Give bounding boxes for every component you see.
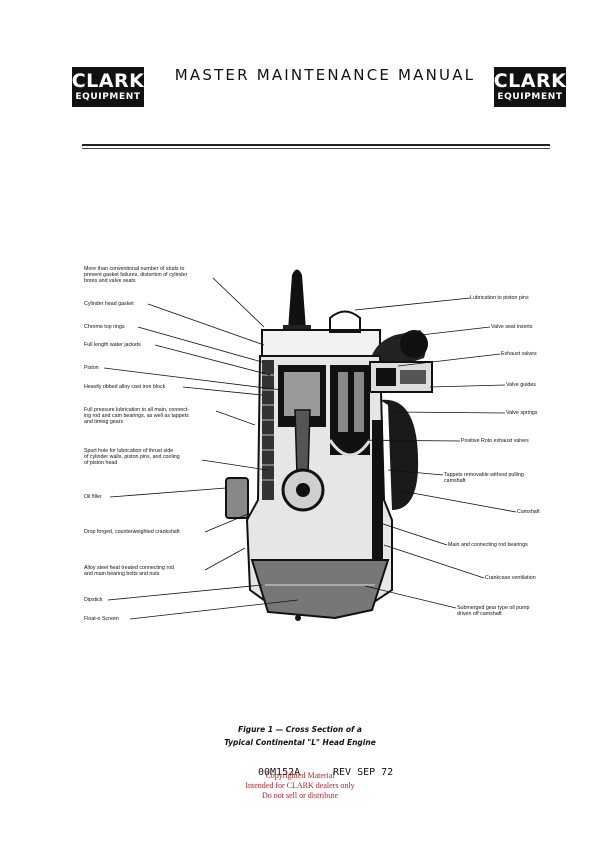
label-studs: More than conventional number of studs t… bbox=[84, 266, 188, 285]
engine-illustration bbox=[225, 269, 433, 621]
label-crankshaft: Drop forged, counterweighted crankshaft bbox=[84, 529, 180, 535]
label-bearings: Main and connecting rod bearings bbox=[448, 542, 528, 548]
logo-text-equipment: EQUIPMENT bbox=[75, 92, 141, 102]
header-rule-thin bbox=[82, 148, 550, 149]
label-valve-guides: Valve guides bbox=[506, 382, 536, 388]
label-float-o-screen: Float-o Screen bbox=[84, 616, 119, 622]
label-pressure-lubrication: Full pressure lubrication to all main, c… bbox=[84, 407, 190, 426]
label-piston: Piston bbox=[84, 365, 99, 371]
figure-caption-line1: Figure 1 — Cross Section of a bbox=[238, 725, 362, 734]
logo-text-clark: CLARK bbox=[71, 70, 145, 92]
label-spurt-hole: Spurt hole for lubrication of thrust sid… bbox=[84, 448, 180, 467]
label-cast-iron-block: Heavily ribbed alloy cast iron block bbox=[84, 384, 166, 390]
page-title: MASTER MAINTENANCE MANUAL bbox=[174, 66, 476, 84]
figure-caption-line2: Typical Continental "L" Head Engine bbox=[224, 738, 376, 747]
header-rule bbox=[82, 144, 550, 146]
logo-text-equipment: EQUIPMENT bbox=[497, 92, 563, 102]
revision-date: REV SEP 72 bbox=[333, 767, 394, 778]
watermark-line3: Do not sell or distribute bbox=[262, 791, 338, 800]
label-valve-seat-inserts: Valve seat inserts bbox=[491, 324, 533, 330]
label-camshaft: Camshaft bbox=[517, 509, 540, 515]
label-oil-filler: Oil filler bbox=[84, 494, 102, 500]
leader-lines-left bbox=[103, 277, 299, 620]
document-number: 00M152A bbox=[258, 767, 301, 778]
label-roto-exhaust-valves: Positive Roto exhaust valves bbox=[461, 438, 529, 444]
clark-logo-right: CLARK EQUIPMENT bbox=[494, 67, 566, 107]
label-chrome-top-rings: Chrome top rings bbox=[84, 324, 125, 330]
label-cylinder-head-gasket: Cylinder head gasket bbox=[84, 301, 134, 307]
label-exhaust-valves: Exhaust valves bbox=[501, 351, 537, 357]
watermark-line1: Copyrighted Material bbox=[265, 771, 335, 780]
watermark-line2: Intended for CLARK dealers only bbox=[245, 781, 355, 790]
label-dipstick: Dipstick bbox=[84, 597, 103, 603]
label-valve-springs: Valve springs bbox=[506, 410, 538, 416]
logo-text-clark: CLARK bbox=[493, 70, 567, 92]
label-water-jackets: Full length water jackets bbox=[84, 342, 141, 348]
label-lubrication-piston-pins: Lubrication to piston pins bbox=[470, 295, 529, 301]
clark-logo-left: CLARK EQUIPMENT bbox=[72, 67, 144, 107]
label-crankcase-ventilation: Crankcase ventilation bbox=[485, 575, 536, 581]
leader-lines-right bbox=[344, 297, 517, 609]
